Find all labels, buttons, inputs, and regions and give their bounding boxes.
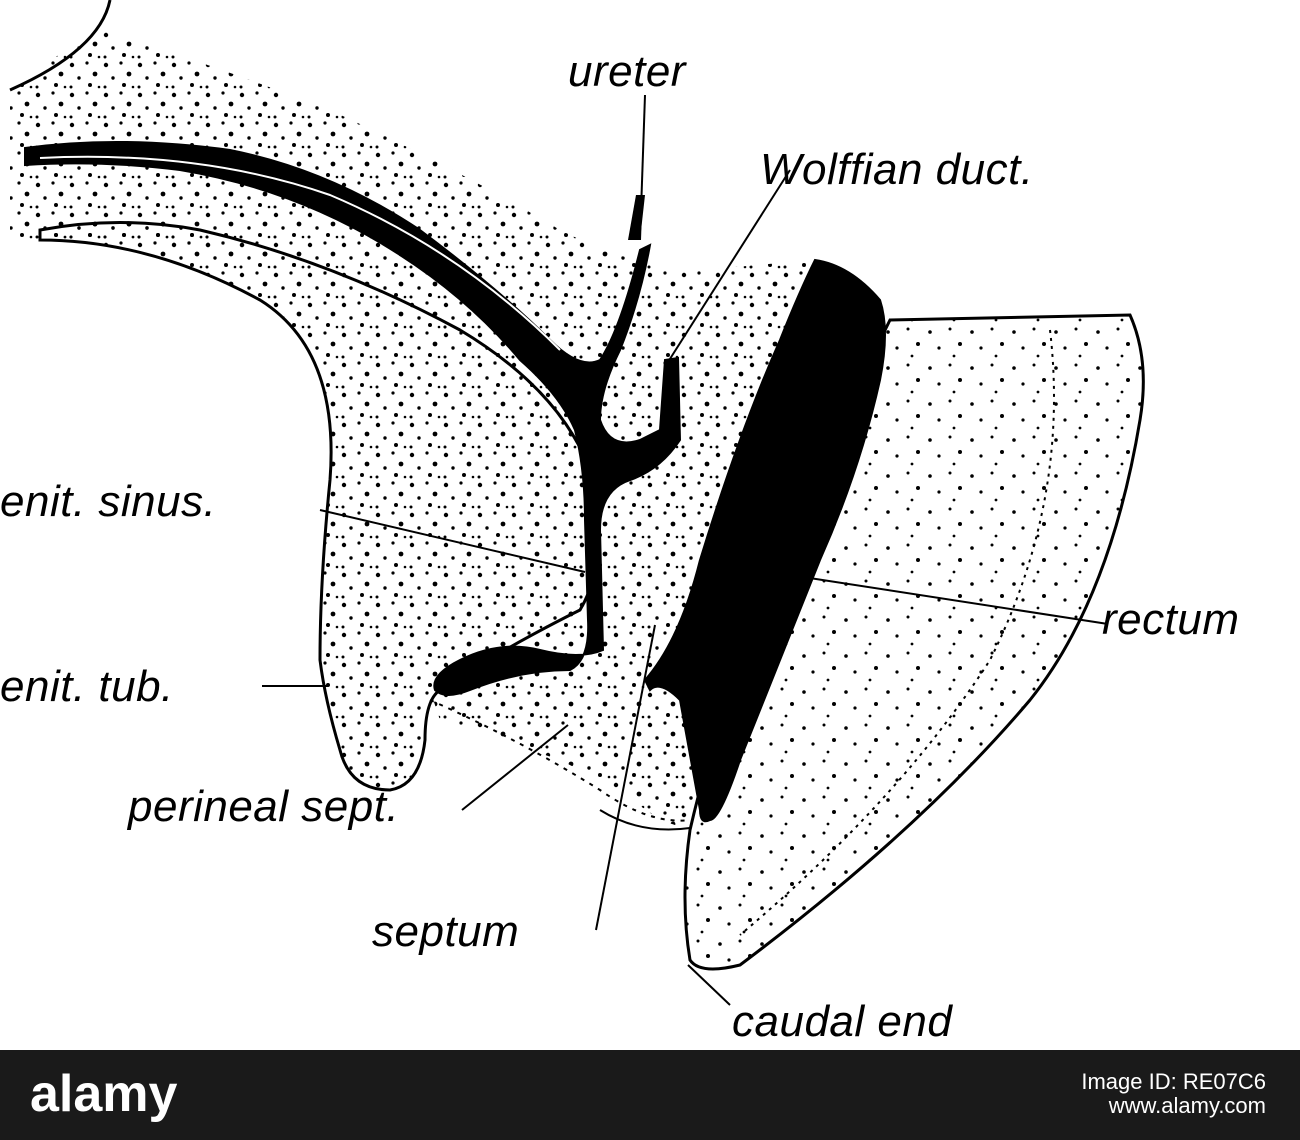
- stock-info: Image ID: RE07C6 www.alamy.com: [1081, 1069, 1266, 1119]
- genital-sinus-label: enit. sinus.: [0, 477, 217, 526]
- outer-contour: [9, 0, 112, 92]
- embryo-section-figure: ureter Wolffian duct. enit. sinus. enit.…: [0, 0, 1240, 1046]
- perineal-septum-outline: [429, 699, 691, 822]
- rectum: [643, 258, 886, 823]
- septum-leader: [595, 624, 656, 931]
- genital-tubercle-label: enit. tub.: [0, 662, 174, 711]
- wolffian-leader: [667, 169, 791, 363]
- genital-tubercle: [38, 221, 600, 792]
- anatomical-drawing: [9, 0, 1145, 1006]
- ureter-stem: [628, 195, 645, 240]
- caudal-leader: [687, 964, 731, 1006]
- perineal-lower-arc: [599, 809, 691, 831]
- image-id-text: Image ID: RE07C6: [1081, 1069, 1266, 1094]
- stock-url-text: www.alamy.com: [1108, 1093, 1266, 1119]
- rectum-label: rectum: [1102, 595, 1240, 644]
- stock-logo: alamy: [30, 1065, 178, 1123]
- septum-label: septum: [372, 907, 520, 956]
- ureter-label: ureter: [568, 47, 686, 96]
- ureter-leader: [639, 94, 646, 241]
- stock-footer-bar: alamy Image ID: RE07C6 www.alamy.com: [0, 1050, 1300, 1140]
- upper-mesoderm: [10, 30, 890, 830]
- rectum-leader: [789, 574, 1109, 625]
- duct-lumen-line: [39, 155, 561, 351]
- perineal-leader: [461, 724, 569, 811]
- wolffian-duct-label: Wolffian duct.: [760, 145, 1034, 194]
- sinus-leader: [319, 509, 586, 573]
- caudal-end-label: caudal end: [732, 997, 953, 1046]
- perineal-septum-label: perineal sept.: [128, 782, 400, 831]
